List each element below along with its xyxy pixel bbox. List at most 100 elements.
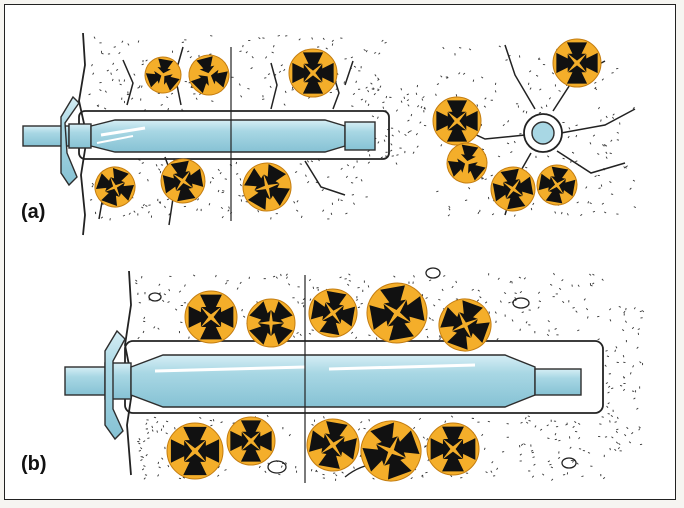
speckle-dot	[616, 442, 617, 444]
speckle-dot	[375, 74, 376, 76]
speckle-dot	[138, 337, 140, 339]
speckle-dot	[569, 127, 570, 129]
speckle-dot	[158, 462, 159, 464]
speckle-dot	[577, 463, 579, 464]
speckle-dot	[485, 302, 487, 303]
speckle-dot	[436, 191, 438, 192]
speckle-dot	[491, 175, 493, 176]
speckle-dot	[322, 474, 324, 475]
speckle-dot	[642, 310, 644, 311]
speckle-dot	[210, 425, 212, 426]
speckle-dot	[586, 308, 588, 310]
speckle-dot	[341, 168, 343, 169]
speckle-dot	[356, 300, 358, 301]
speckle-dot	[520, 454, 522, 455]
speckle-dot	[587, 316, 588, 318]
speckle-dot	[529, 71, 531, 72]
speckle-dot	[284, 69, 285, 71]
speckle-dot	[451, 416, 453, 417]
speckle-dot	[332, 40, 334, 42]
speckle-dot	[353, 203, 354, 205]
speckle-dot	[222, 216, 223, 218]
speckle-dot	[92, 183, 94, 185]
speckle-dot	[140, 460, 142, 461]
speckle-dot	[452, 286, 453, 288]
speckle-dot	[300, 334, 301, 336]
speckle-dot	[396, 110, 397, 112]
speckle-dot	[162, 300, 164, 302]
speckle-dot	[143, 331, 144, 333]
speckle-dot	[520, 291, 522, 292]
speckle-dot	[313, 287, 314, 289]
speckle-dot	[616, 346, 617, 348]
speckle-dot	[312, 424, 314, 425]
speckle-dot	[142, 163, 144, 164]
speckle-dot	[128, 44, 129, 46]
speckle-dot	[638, 329, 640, 330]
speckle-dot	[624, 311, 625, 313]
speckle-dot	[360, 455, 361, 457]
speckle-dot	[485, 98, 487, 99]
speckle-dot	[279, 71, 281, 73]
speckle-dot	[611, 73, 613, 74]
speckle-dot	[615, 350, 616, 352]
speckle-dot	[348, 274, 350, 275]
speckle-dot	[299, 39, 301, 40]
expanding-pellet-icon	[427, 423, 479, 475]
speckle-dot	[574, 421, 576, 422]
speckle-dot	[491, 471, 492, 473]
speckle-dot	[225, 283, 227, 285]
speckle-dot	[216, 275, 217, 277]
speckle-dot	[107, 70, 109, 71]
speckle-dot	[581, 476, 583, 477]
speckle-dot	[148, 432, 149, 434]
speckle-dot	[495, 90, 496, 92]
expanding-pellet-icon	[185, 51, 234, 100]
speckle-dot	[549, 464, 551, 465]
speckle-dot	[422, 99, 423, 101]
speckle-dot	[500, 301, 501, 303]
speckle-dot	[606, 152, 607, 154]
speckle-dot	[614, 449, 616, 450]
speckle-dot	[281, 65, 283, 66]
speckle-dot	[135, 280, 137, 281]
speckle-dot	[441, 76, 443, 78]
speckle-dot	[218, 190, 219, 192]
speckle-dot	[548, 320, 550, 321]
speckle-dot	[640, 444, 642, 445]
speckle-dot	[262, 38, 264, 39]
speckle-dot	[368, 285, 369, 287]
speckle-dot	[438, 299, 440, 300]
speckle-dot	[611, 140, 612, 142]
speckle-dot	[563, 158, 565, 159]
speckle-dot	[639, 427, 641, 428]
expanding-pellet-icon	[289, 49, 337, 97]
speckle-dot	[413, 152, 414, 154]
speckle-dot	[368, 335, 370, 336]
speckle-dot	[408, 131, 410, 132]
speckle-dot	[625, 321, 626, 323]
speckle-dot	[416, 93, 417, 95]
expanding-pellet-icon	[185, 291, 237, 343]
speckle-dot	[139, 450, 141, 451]
speckle-dot	[293, 336, 294, 338]
speckle-dot	[624, 166, 625, 168]
speckle-dot	[143, 466, 145, 467]
speckle-dot	[240, 282, 241, 284]
speckle-dot	[465, 200, 467, 201]
speckle-dot	[285, 91, 286, 93]
speckle-dot	[442, 289, 443, 291]
speckle-dot	[326, 48, 328, 49]
speckle-dot	[276, 277, 277, 279]
speckle-dot	[593, 211, 595, 212]
speckle-dot	[240, 178, 241, 180]
speckle-dot	[606, 350, 608, 351]
speckle-dot	[478, 290, 480, 291]
speckle-dot	[439, 339, 441, 340]
speckle-dot	[617, 417, 618, 419]
speckle-dot	[437, 84, 439, 85]
speckle-dot	[497, 468, 498, 470]
speckle-dot	[568, 136, 569, 138]
speckle-dot	[456, 94, 457, 96]
speckle-dot	[634, 307, 635, 309]
